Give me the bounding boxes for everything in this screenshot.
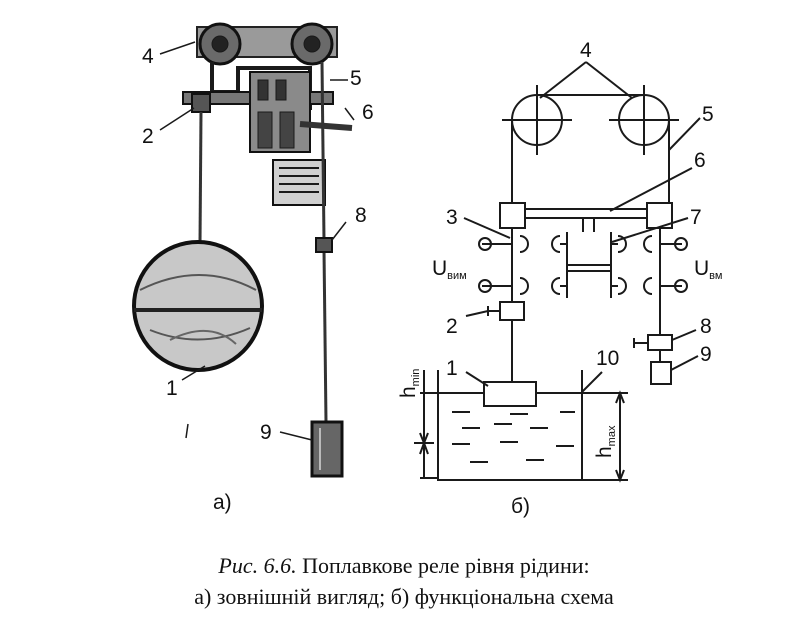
voltage-label-left: Uвим [432, 257, 467, 282]
sublabel-a: а) [213, 491, 232, 514]
tank-10 [437, 370, 583, 481]
label-b-3: 3 [446, 206, 458, 229]
label-b-6: 6 [694, 149, 706, 172]
sublabel-b: б) [511, 495, 531, 518]
label-a-5: 5 [350, 67, 362, 90]
label-a-2: 2 [142, 125, 154, 148]
caption-title: Поплавкове реле рівня рідини: [302, 553, 590, 578]
label-a-1: 1 [166, 377, 178, 400]
label-b-1: 1 [446, 357, 458, 380]
label-b-10: 10 [596, 347, 620, 370]
label-b-2: 2 [446, 315, 458, 338]
voltage-label-right: Uвм [694, 257, 723, 282]
label-a-6: 6 [362, 101, 374, 124]
relay-external-view [132, 22, 355, 478]
terminal-plate [272, 159, 326, 206]
h-min-label: hmin [397, 368, 422, 398]
clamp-2 [499, 301, 525, 321]
block-3 [499, 202, 526, 229]
caption-number: Рис. 6.6. [218, 553, 297, 578]
counterweight-9 [650, 361, 672, 385]
label-b-8: 8 [700, 315, 712, 338]
label-b-5: 5 [702, 103, 714, 126]
label-a-9: 9 [260, 421, 272, 444]
figure-caption-line1: Рис. 6.6. Поплавкове реле рівня рідини: [0, 553, 808, 579]
label-a-4: 4 [142, 45, 154, 68]
relay-functional-scheme [414, 61, 701, 483]
clamp-8 [647, 334, 673, 351]
label-a-8: 8 [355, 204, 367, 227]
float-ball [132, 240, 264, 372]
figure-caption-line2: а) зовнішній вигляд; б) функціональна сх… [194, 584, 614, 609]
label-b-9: 9 [700, 343, 712, 366]
label-b-7: 7 [690, 206, 702, 229]
h-max-label: hmax [593, 425, 618, 458]
float-1 [483, 381, 537, 407]
counterweight [310, 420, 344, 478]
label-b-4: 4 [580, 39, 592, 62]
